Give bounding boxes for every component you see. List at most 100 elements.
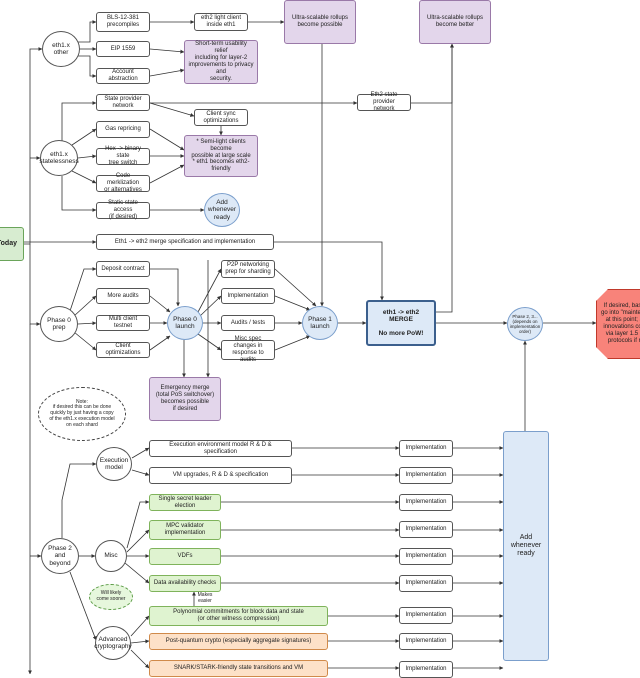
- edge-19: [149, 102, 195, 117]
- edge-39: [197, 333, 222, 351]
- edge-37: [197, 268, 222, 313]
- edge-30: [77, 321, 97, 326]
- implementation-box-6: Implementation: [399, 575, 453, 592]
- edge-32: [150, 268, 180, 307]
- phase0-prep-node: Phase 0 prep: [40, 306, 78, 342]
- phase1-launch-node: Phase 1 launch: [302, 306, 338, 340]
- code-merklization-box: Code merklization or alternatives: [96, 173, 150, 193]
- implementation-box-5: Implementation: [399, 548, 453, 565]
- edge-8: [78, 55, 97, 78]
- will-likely-cloud: Will likely come sooner: [89, 584, 133, 610]
- edge-29: [73, 295, 97, 317]
- edge-31: [73, 331, 97, 351]
- misc-node: Misc: [95, 540, 127, 572]
- edge-58: [126, 500, 150, 549]
- merge-title: eth1 -> eth2 MERGE: [382, 308, 420, 324]
- edge-21: [149, 128, 185, 151]
- edge-3: [29, 244, 41, 326]
- edge-54: [131, 447, 150, 459]
- implementation-box-7: Implementation: [399, 607, 453, 624]
- note-cloud: Note: if desired this can be done quickl…: [38, 387, 126, 441]
- bls-precompiles-box: BLS-12-381 precompiles: [96, 12, 150, 32]
- maintenance-octagon: If desired, base go into "maintena at th…: [596, 289, 640, 359]
- advanced-cryptography-node: Advanced cryptography: [94, 626, 132, 660]
- edge-11: [149, 48, 185, 54]
- edge-61: [124, 562, 150, 584]
- merge-box: eth1 -> eth2 MERGE No more PoW!: [366, 300, 436, 346]
- phase0-launch-node: Phase 0 launch: [167, 306, 203, 340]
- vdfs-box: VDFs: [149, 548, 221, 565]
- gas-repricing-box: Gas repricing: [96, 121, 150, 138]
- eth1x-other-node: eth1.x other: [42, 31, 80, 67]
- hex-binary-box: Hex -> binary state tree switch: [96, 146, 150, 166]
- data-availability-box: Data availability checks: [149, 575, 221, 592]
- ultra-rollups-possible-box: Ultra-scalable rollups become possible: [284, 0, 356, 44]
- mpc-validator-box: MPC validator implementation: [149, 520, 221, 540]
- edge-28: [69, 267, 97, 312]
- edge-0: [24, 47, 43, 245]
- emergency-merge-box: Emergency merge (total PoS switchover) b…: [149, 377, 221, 421]
- edge-23: [149, 164, 185, 184]
- more-audits-box: More audits: [96, 288, 150, 304]
- implementation-box-3: Implementation: [399, 494, 453, 511]
- edge-51: [61, 462, 97, 538]
- edge-59: [126, 529, 150, 553]
- polynomial-commitments-box: Polynomial commitments for block data an…: [149, 606, 328, 626]
- p2p-networking-box: P2P networking prep for sharding: [221, 260, 275, 278]
- implementation-box-2: Implementation: [399, 467, 453, 484]
- edge-55: [131, 469, 150, 476]
- edge-40: [274, 268, 317, 307]
- edge-27: [274, 241, 384, 301]
- execution-model-node: Execution model: [96, 447, 132, 481]
- eth2-light-client-box: eth2 light client inside eth1: [194, 13, 248, 31]
- edge-6: [78, 20, 97, 43]
- implementation-p0-box: Implementation: [221, 288, 275, 304]
- phase2-beyond-node: Phase 2 and beyond: [41, 538, 79, 574]
- edge-14: [71, 128, 97, 146]
- deposit-contract-box: Deposit contract: [96, 261, 150, 277]
- edge-67: [130, 639, 150, 644]
- edge-12: [149, 68, 185, 77]
- merge-subtitle: No more PoW!: [378, 329, 424, 337]
- misc-spec-changes-box: Misc spec changes in response to audits: [221, 336, 275, 363]
- edge-53: [69, 571, 97, 641]
- ssle-box: Single secret leader election: [149, 494, 221, 511]
- edge-41: [274, 295, 311, 311]
- client-sync-box: Client sync optimizations: [194, 109, 248, 126]
- eth1x-statelessness-node: eth1.x statelessness: [39, 140, 79, 176]
- phase23-node: Phase 2, 3... (depends on implementation…: [507, 307, 543, 341]
- implementation-box-4: Implementation: [399, 521, 453, 538]
- edge-48: [436, 43, 454, 313]
- merge-spec-box: Eth1 -> eth2 merge specification and imp…: [96, 234, 274, 250]
- implementation-box-1: Implementation: [399, 440, 453, 457]
- edge-35: [149, 335, 171, 351]
- eth2-state-provider-box: Eth2 state provider network: [357, 92, 411, 112]
- edge-13: [61, 101, 97, 141]
- edge-66: [130, 615, 150, 637]
- state-provider-box: State provider network: [96, 94, 150, 111]
- account-abstraction-box: Account abstraction: [96, 68, 150, 84]
- ultra-rollups-better-box: Ultra-scalable rollups become better: [419, 0, 491, 44]
- multi-client-testnet-box: Multi client testnet: [96, 315, 150, 331]
- implementation-box-8: Implementation: [399, 633, 453, 650]
- edge-16: [71, 170, 97, 184]
- edge-15: [77, 154, 97, 159]
- edge-17: [61, 176, 97, 212]
- post-quantum-box: Post-quantum crypto (especially aggregat…: [149, 633, 328, 650]
- semi-light-clients-box: * Semi-light clients become possible at …: [184, 135, 258, 177]
- edge-38: [199, 295, 222, 317]
- audits-tests-box: Audits / tests: [221, 315, 275, 331]
- today-node: Today: [0, 227, 24, 261]
- add-whenever-ready-node-1: Add whenever ready: [204, 193, 240, 227]
- short-term-usability-box: Short-term usability relief including fo…: [184, 40, 258, 84]
- edge-33: [149, 295, 171, 313]
- eip1559-box: EIP 1559: [96, 41, 150, 57]
- add-whenever-ready-box-2: Add whenever ready: [503, 431, 549, 661]
- vm-upgrades-box: VM upgrades, R & D & specification: [149, 467, 292, 484]
- static-state-access-box: Static state access (if desired): [96, 200, 150, 220]
- client-optimizations-box: Client optimizations: [96, 342, 150, 358]
- implementation-box-9: Implementation: [399, 661, 453, 678]
- makes-easier-label: Makes easier: [197, 592, 213, 604]
- edge-68: [130, 649, 150, 669]
